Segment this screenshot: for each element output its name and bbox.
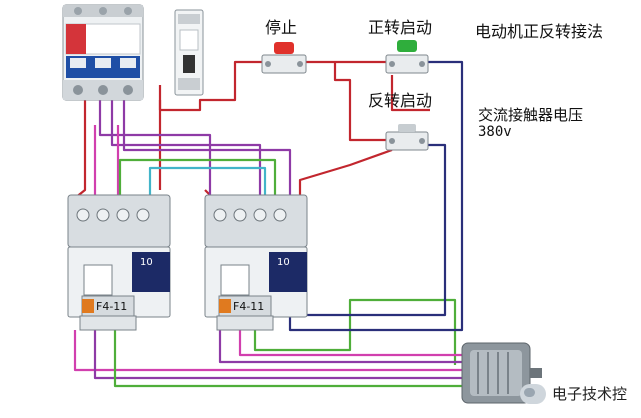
wire-purple-3: [122, 100, 292, 200]
wire-green-motor: [253, 298, 457, 365]
wire-out-magenta-2: [238, 330, 470, 357]
watermark: 电子技术控: [519, 383, 627, 404]
wire-purple-1: [98, 100, 212, 195]
label-contactor-voltage: 交流接触器电压: [478, 106, 584, 124]
relay-left-model: F4-11: [96, 300, 127, 313]
wire-out-purple-2: [218, 330, 470, 364]
contactor-left-number: 10: [140, 257, 153, 268]
label-stop: 停止: [265, 18, 298, 37]
circuit-breaker-icon: [62, 4, 144, 101]
wire-red-breaker-left: [74, 100, 87, 199]
wire-red-reverse-down: [298, 148, 393, 205]
motor-icon: [461, 342, 542, 404]
push-button-reverse: [385, 124, 429, 151]
label-voltage-value: 380v: [478, 124, 512, 140]
wire-out-purple: [93, 330, 470, 380]
single-pole-breaker-icon: [174, 9, 204, 96]
wechat-icon: [519, 383, 546, 404]
label-forward-start: 正转启动: [368, 18, 433, 37]
wire-out-magenta: [73, 330, 470, 372]
wire-green-1: [118, 158, 277, 205]
wire-navy-forward: [288, 60, 464, 332]
wire-navy-reverse: [300, 143, 447, 317]
diagram-title: 电动机正反转接法: [475, 22, 604, 41]
wire-out-green: [113, 330, 470, 388]
wires: [73, 60, 470, 388]
wire-cyan-1: [148, 166, 267, 205]
label-reverse-start: 反转启动: [368, 91, 433, 110]
contactor-right-number: 10: [277, 257, 290, 268]
wire-red-forward-down: [390, 75, 430, 112]
watermark-text: 电子技术控: [551, 385, 627, 403]
wire-red-stop-reverse: [333, 62, 388, 142]
push-button-forward: [385, 40, 429, 74]
contactor-right-icon: [204, 194, 308, 331]
relay-right-model: F4-11: [233, 300, 264, 313]
push-button-stop: [261, 42, 307, 74]
wire-purple-2: [110, 100, 262, 195]
contactor-left-icon: [67, 194, 171, 331]
